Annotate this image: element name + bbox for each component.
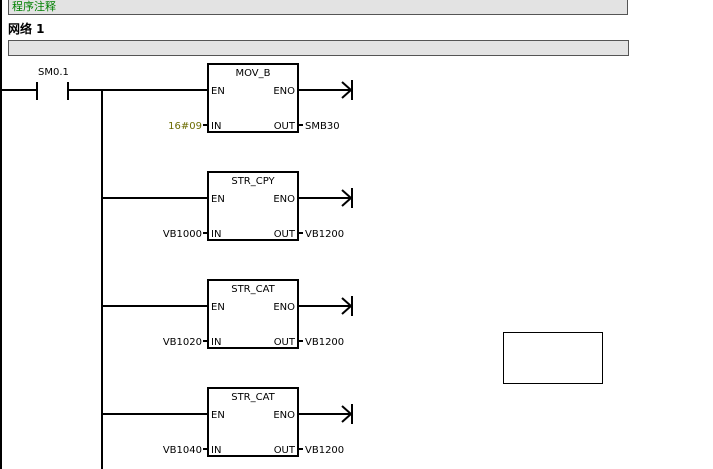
in-operand: VB1040 (163, 445, 202, 456)
pin-en: EN (211, 302, 225, 313)
out-operand: VB1200 (305, 229, 344, 240)
pin-en: EN (211, 86, 225, 97)
pin-en: EN (211, 410, 225, 421)
function-block[interactable]: STR_CAT EN ENO IN OUT VB1040 VB1200 (102, 387, 353, 457)
out-operand: SMB30 (305, 121, 340, 132)
program-comment-text: 程序注释 (12, 0, 56, 13)
contact-label: SM0.1 (38, 67, 69, 78)
pin-eno: ENO (273, 302, 295, 313)
pin-eno: ENO (273, 194, 295, 205)
in-operand: VB1020 (163, 337, 202, 348)
empty-box[interactable] (503, 332, 603, 384)
pin-out: OUT (274, 121, 296, 132)
pin-out: OUT (274, 229, 296, 240)
pin-in: IN (211, 121, 221, 132)
function-block[interactable]: STR_CAT EN ENO IN OUT VB1020 VB1200 (102, 279, 353, 349)
pin-in: IN (211, 445, 221, 456)
in-operand: 16#09 (168, 121, 202, 132)
block-box (207, 279, 299, 349)
block-box (207, 387, 299, 457)
block-box (207, 63, 299, 133)
pin-out: OUT (274, 445, 296, 456)
block-name: STR_CPY (231, 176, 275, 187)
function-block[interactable]: MOV_B EN ENO IN OUT 16#09 SMB30 (102, 63, 353, 133)
pin-eno: ENO (273, 86, 295, 97)
out-operand: VB1200 (305, 445, 344, 456)
function-block[interactable]: STR_CPY EN ENO IN OUT VB1000 VB1200 (102, 171, 353, 241)
network-comment-bar[interactable] (8, 40, 629, 56)
pin-out: OUT (274, 337, 296, 348)
out-operand: VB1200 (305, 337, 344, 348)
pin-en: EN (211, 194, 225, 205)
pin-in: IN (211, 229, 221, 240)
in-operand: VB1000 (163, 229, 202, 240)
network-title: 网络 1 (8, 22, 45, 36)
block-name: STR_CAT (231, 284, 275, 295)
pin-eno: ENO (273, 410, 295, 421)
program-comment-bar[interactable]: 程序注释 (8, 0, 628, 15)
contact-sm0-1[interactable]: SM0.1 (2, 67, 69, 100)
power-rail (0, 0, 2, 469)
block-name: MOV_B (235, 68, 270, 79)
pin-in: IN (211, 337, 221, 348)
block-name: STR_CAT (231, 392, 275, 403)
block-box (207, 171, 299, 241)
